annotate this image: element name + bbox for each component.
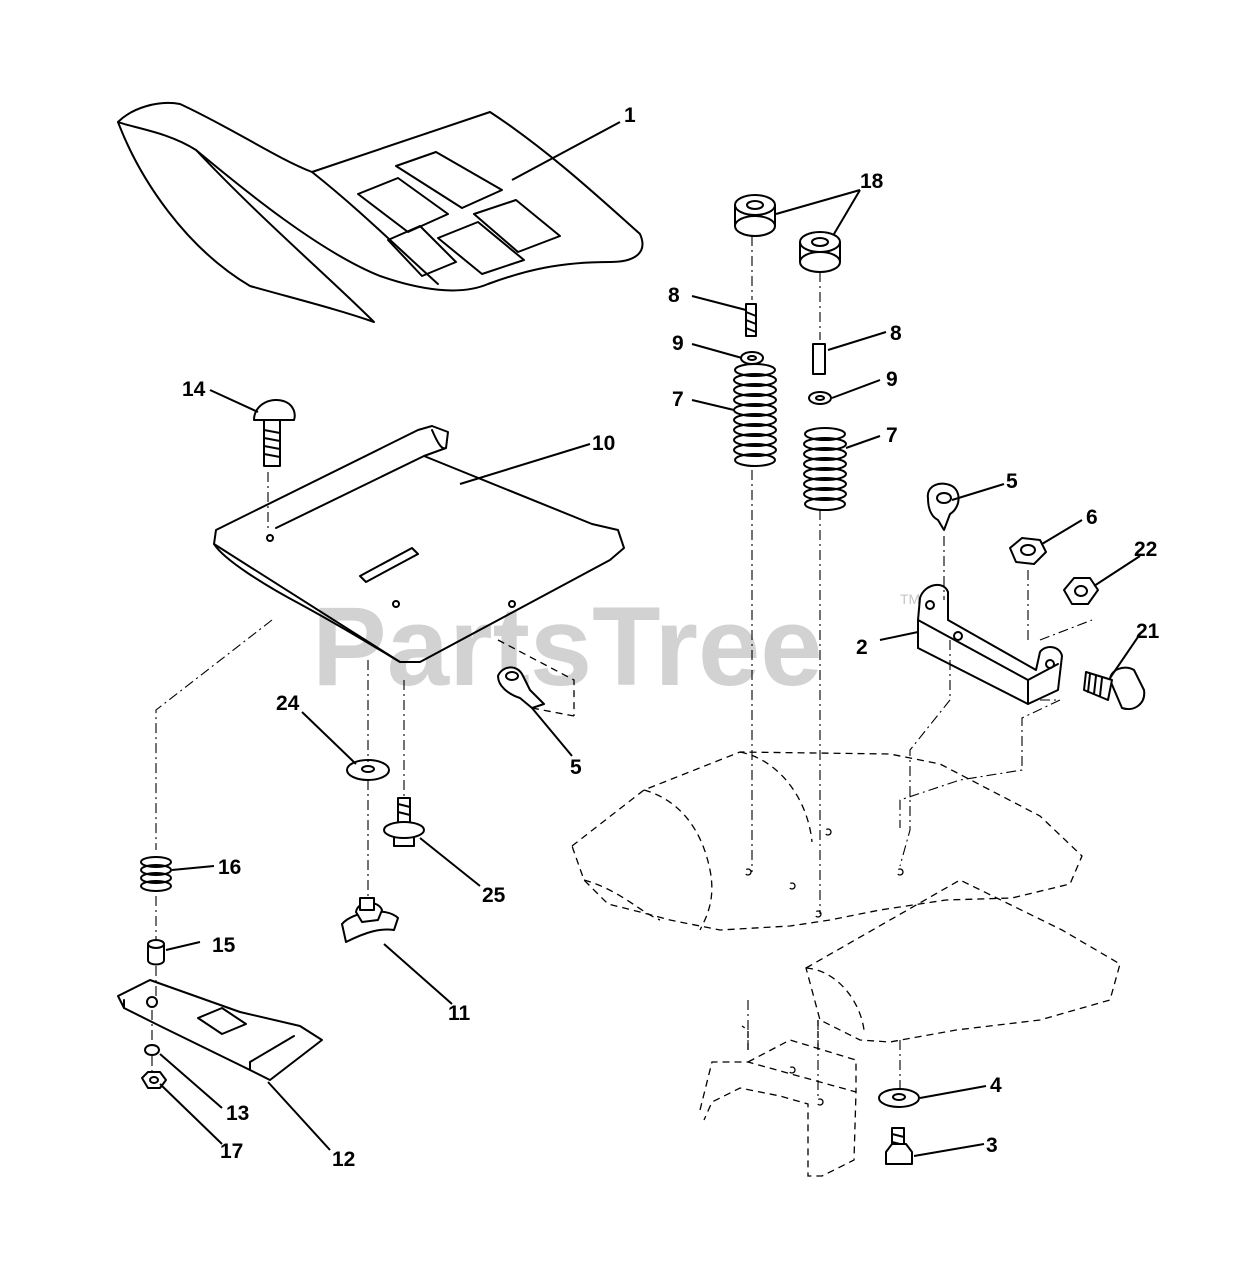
spring-left xyxy=(733,363,777,467)
callout-9-right: 9 xyxy=(886,368,898,391)
washer-left xyxy=(740,351,764,365)
callout-7-left: 7 xyxy=(672,388,684,411)
callout-5-left: 5 xyxy=(570,756,582,779)
watermark: PartsTree TM xyxy=(312,584,920,709)
lock-nut xyxy=(1009,537,1047,565)
centerlines xyxy=(151,236,1093,1100)
seat-pan xyxy=(213,425,625,663)
adjustment-knob xyxy=(341,897,399,943)
seat-bracket xyxy=(917,583,1063,705)
callout-8-right: 8 xyxy=(890,322,902,345)
callout-1: 1 xyxy=(624,104,636,127)
tractor-frame xyxy=(571,751,1121,1177)
callout-15: 15 xyxy=(212,934,236,957)
screw-right xyxy=(812,343,826,375)
flat-washer-frame xyxy=(878,1088,920,1108)
spacer-right xyxy=(799,231,841,273)
screw-left xyxy=(745,303,757,337)
spring-right xyxy=(803,427,847,511)
leader-lines xyxy=(159,121,1141,1157)
callout-3: 3 xyxy=(986,1134,998,1157)
callout-22: 22 xyxy=(1134,538,1157,561)
callout-5-right: 5 xyxy=(1006,470,1018,493)
clip-left xyxy=(497,639,575,717)
carriage-bolt xyxy=(253,399,296,467)
callout-7-right: 7 xyxy=(886,424,898,447)
shoulder-bolt xyxy=(1083,666,1146,710)
spacer-small xyxy=(144,1044,160,1056)
callout-11: 11 xyxy=(448,1002,471,1025)
callout-9-left: 9 xyxy=(672,332,684,355)
callout-24: 24 xyxy=(276,692,300,715)
callout-13: 13 xyxy=(226,1102,249,1125)
flat-washer-left xyxy=(346,759,390,781)
callout-10: 10 xyxy=(592,432,615,455)
hex-nut xyxy=(1063,577,1099,605)
callout-18: 18 xyxy=(860,170,884,193)
washer-right xyxy=(808,391,832,405)
callouts: 1 18 8 8 9 9 7 7 14 10 5 5 6 22 21 2 24 … xyxy=(182,104,1160,1171)
spacer-left xyxy=(734,194,776,237)
callout-21: 21 xyxy=(1136,620,1160,643)
callout-12: 12 xyxy=(332,1148,355,1171)
shoulder-screw xyxy=(383,797,425,847)
mount-plate xyxy=(117,979,323,1081)
watermark-text: PartsTree xyxy=(312,584,823,709)
callout-6: 6 xyxy=(1086,506,1098,529)
coil-spring xyxy=(140,856,172,892)
watermark-trademark: TM xyxy=(900,591,920,607)
callout-2: 2 xyxy=(856,636,868,659)
callout-4: 4 xyxy=(990,1074,1002,1097)
callout-16: 16 xyxy=(218,856,241,879)
clip-right xyxy=(926,482,960,531)
bushing xyxy=(147,939,165,966)
seat xyxy=(117,102,644,323)
hex-bolt-frame xyxy=(885,1127,913,1165)
callout-14: 14 xyxy=(182,378,206,401)
callout-25: 25 xyxy=(482,884,506,907)
callout-8-left: 8 xyxy=(668,284,680,307)
callout-17: 17 xyxy=(220,1140,243,1163)
